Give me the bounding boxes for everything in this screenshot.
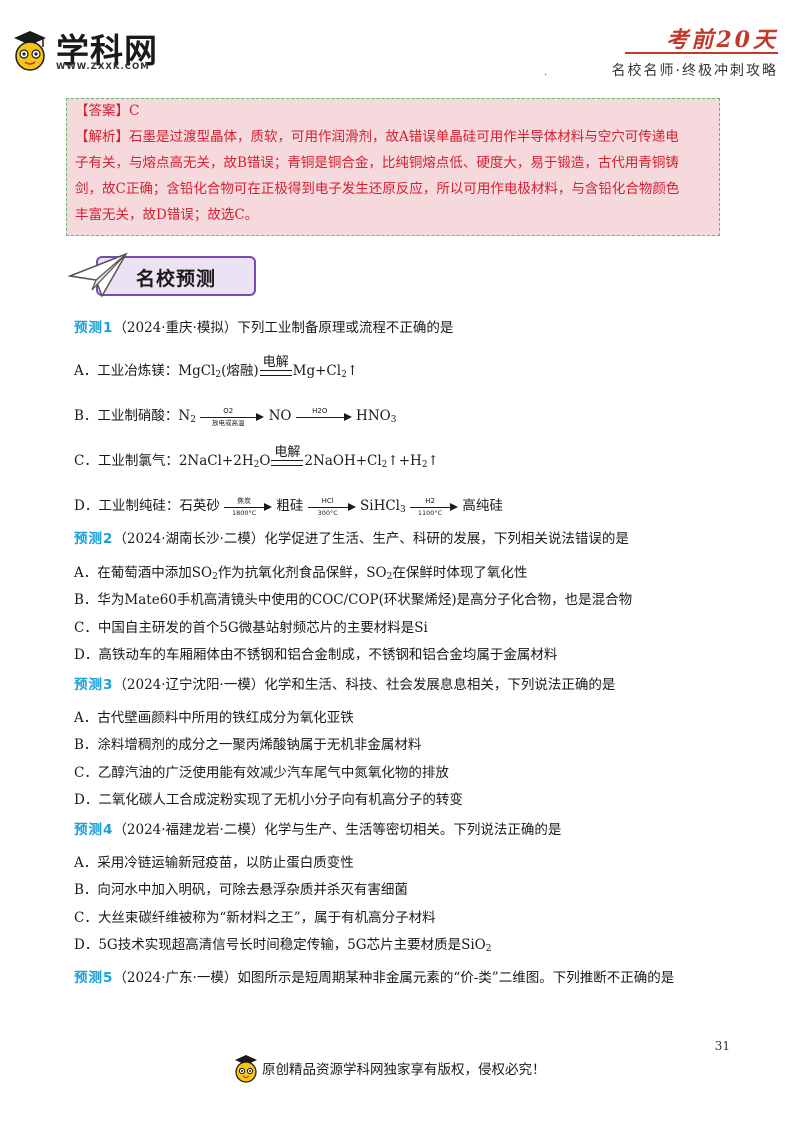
header-dot: · [544, 70, 548, 81]
logo-url: WWW.ZXXK.COM [56, 62, 150, 72]
section-banner [96, 256, 256, 296]
question-text: （2024·福建龙岩·二模）化学与生产、生活等密切相关。下列说法正确的是 [113, 822, 562, 838]
page-number: 31 [714, 1039, 730, 1053]
question-2-head: 预测2（2024·湖南长沙·二模）化学促进了生活、生产、科研的发展，下列相关说法… [74, 529, 629, 549]
answer-box: 【答案】C 【解析】石墨是过渡型晶体，质软，可用作润滑剂，故A错误单晶硅可用作半… [66, 98, 720, 236]
logo-text: 学科网 [56, 31, 158, 70]
header-rule [625, 52, 778, 54]
question-text: （2024·重庆·模拟）下列工业制备原理或流程不正确的是 [113, 320, 454, 336]
answer-label: 【答案】C [75, 103, 140, 119]
header-subtitle: 名校名师·终极冲刺攻略 [611, 63, 778, 79]
analysis-line-3: 剑，故C正确；含铅化合物可在正极得到电子发生还原反应，所以可用作电极材料，与含铅… [75, 181, 680, 197]
question-tag: 预测2 [74, 531, 114, 547]
electrolysis-equals-sign: 电解 [259, 356, 292, 376]
paper-plane-icon [67, 250, 128, 300]
q3-option-c: C．乙醇汽油的广泛使用能有效减少汽车尾气中氮氧化物的排放 [74, 765, 449, 781]
analysis-line-1: 【解析】石墨是过渡型晶体，质软，可用作润滑剂，故A错误单晶硅可用作半导体材料与空… [75, 129, 679, 145]
q3-option-d: D．二氧化碳人工合成淀粉实现了无机小分子向有机高分子的转变 [74, 792, 463, 808]
q3-option-b: B．涂料增稠剂的成分之一聚丙烯酸钠属于无机非金属材料 [74, 737, 422, 753]
q2-option-b: B．华为Mate60手机高清镜头中使用的COC/COP(环状聚烯烃)是高分子化合… [74, 592, 633, 608]
q2-option-c: C．中国自主研发的首个5G微基站射频芯片的主要材料是Si [74, 620, 428, 636]
q4-option-a: A．采用冷链运输新冠疫苗，以防止蛋白质变性 [74, 855, 354, 871]
question-text: （2024·辽宁沈阳·一模）化学和生活、科技、社会发展息息相关，下列说法正确的是 [113, 677, 616, 693]
q4-option-b: B．向河水中加入明矾，可除去悬浮杂质并杀灭有害细菌 [74, 882, 408, 898]
section-title: 名校预测 [136, 268, 217, 290]
logo-mascot-icon [10, 28, 50, 72]
question-3-head: 预测3（2024·辽宁沈阳·一模）化学和生活、科技、社会发展息息相关，下列说法正… [74, 675, 615, 695]
question-tag: 预测5 [74, 970, 114, 986]
question-text: （2024·广东·一模）如图所示是短周期某种非金属元素的“价-类”二维图。下列推… [113, 970, 675, 986]
question-tag: 预测1 [74, 320, 114, 336]
footer-mascot-icon [232, 1053, 260, 1083]
q2-option-a: A．在葡萄酒中添加SO2作为抗氧化剂食品保鲜，SO2在保鲜时体现了氧化性 [74, 565, 528, 582]
question-4-head: 预测4（2024·福建龙岩·二模）化学与生产、生活等密切相关。下列说法正确的是 [74, 820, 561, 840]
reaction-arrow: H2O [295, 407, 352, 427]
q2-option-d: D．高铁动车的车厢厢体由不锈钢和铝合金制成，不锈钢和铝合金均属于金属材料 [74, 647, 558, 663]
electrolysis-equals-sign: 电解 [271, 446, 304, 466]
q4-option-d: D．5G技术实现超高清信号长时间稳定传输，5G芯片主要材质是SiO2 [74, 937, 492, 954]
question-1-head: 预测1（2024·重庆·模拟）下列工业制备原理或流程不正确的是 [74, 318, 453, 338]
question-tag: 预测3 [74, 677, 114, 693]
question-5-head: 预测5（2024·广东·一模）如图所示是短周期某种非金属元素的“价-类”二维图。… [74, 968, 674, 988]
footer-copyright: 原创精品资源学科网独家享有版权，侵权必究！ [262, 1062, 546, 1078]
q3-option-a: A．古代壁画颜料中所用的铁红成分为氧化亚铁 [74, 710, 354, 726]
analysis-line-2: 子有关，与熔点高无关，故B错误；青铜是铜合金，比纯铜熔点低、硬度大，易于锻造，古… [75, 155, 679, 171]
analysis-line-4: 丰富无关，故D错误；故选C。 [75, 207, 259, 223]
q4-option-c: C．大丝束碳纤维被称为“新材料之王”，属于有机高分子材料 [74, 910, 436, 926]
header-title: 考前20天 [666, 27, 778, 53]
question-text: （2024·湖南长沙·二模）化学促进了生活、生产、科研的发展，下列相关说法错误的… [113, 531, 629, 547]
question-tag: 预测4 [74, 822, 114, 838]
